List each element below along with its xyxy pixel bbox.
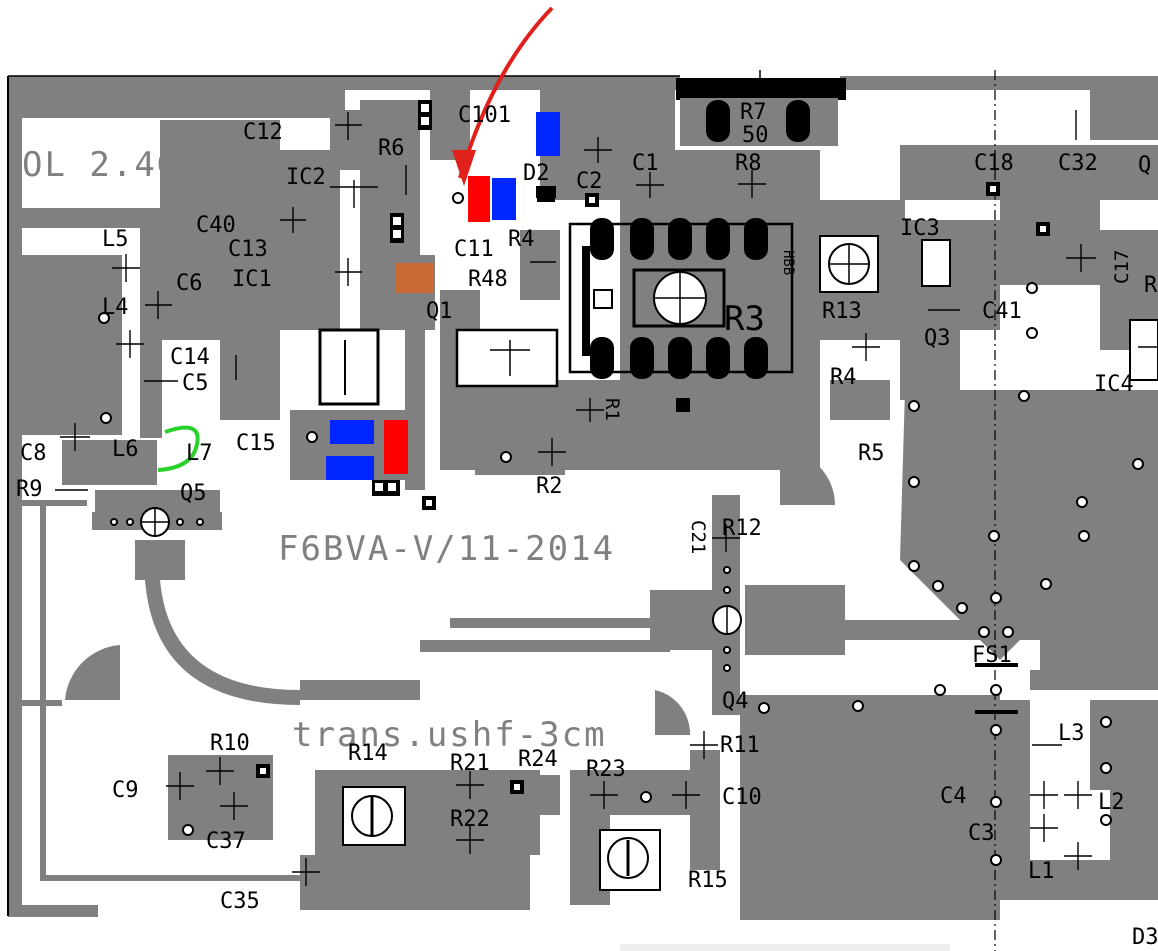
label-l4: L4 <box>102 295 129 320</box>
label-l3: L3 <box>1058 721 1085 746</box>
vias <box>98 192 1144 866</box>
blue-marker-c15-top <box>330 420 374 444</box>
label-r7: R7 <box>740 100 767 125</box>
label-r9: R9 <box>16 477 43 502</box>
blue-marker-c15-bottom <box>326 456 374 480</box>
label-r21: R21 <box>450 751 490 776</box>
label-c3: C3 <box>968 821 995 846</box>
label-r4-top: R4 <box>508 227 535 252</box>
label-q4: Q4 <box>722 689 749 714</box>
label-r7-value: 50 <box>742 123 769 148</box>
label-r22: R22 <box>450 807 490 832</box>
label-c18: C18 <box>974 151 1014 176</box>
label-r3: R3 <box>724 299 765 339</box>
label-ic3: IC3 <box>900 216 940 241</box>
brown-marker-q1 <box>396 263 434 293</box>
label-r48: R48 <box>468 267 508 292</box>
label-r4: R4 <box>830 365 857 390</box>
board-author-date: F6BVA-V/11-2014 <box>278 529 615 569</box>
capacitor-marks <box>55 110 1158 886</box>
label-l5: L5 <box>102 227 129 252</box>
label-r13: R13 <box>822 299 862 324</box>
red-marker-c11 <box>468 176 490 222</box>
board-subtitle: trans.ushf-3cm <box>292 715 607 755</box>
label-c4: C4 <box>940 784 967 809</box>
label-r1: R1 <box>601 398 623 421</box>
designators: C12 R6 C101 R7 50 IC2 D2 C2 C1 R8 C18 C3… <box>16 100 1158 950</box>
label-d2: D2 <box>523 161 550 186</box>
label-r8: R8 <box>735 151 762 176</box>
board-title: OL 2.4GHz <box>22 145 224 185</box>
label-c37: C37 <box>206 829 246 854</box>
label-ic4: IC4 <box>1094 372 1134 397</box>
label-r14: R14 <box>348 741 388 766</box>
label-fs1: FS1 <box>972 643 1012 668</box>
label-c1: C1 <box>632 151 659 176</box>
label-ic2: IC2 <box>286 165 326 190</box>
label-c21: C21 <box>687 520 709 554</box>
label-r15: R15 <box>688 868 728 893</box>
label-c6: C6 <box>176 271 203 296</box>
label-c35: C35 <box>220 889 260 914</box>
label-c15: C15 <box>236 431 276 456</box>
label-c10: C10 <box>722 785 762 810</box>
label-r24: R24 <box>518 747 558 772</box>
label-c101: C101 <box>458 103 511 128</box>
silkscreen-layer <box>7 70 1158 951</box>
label-hbb: HBB <box>780 250 796 275</box>
red-arrow-head <box>452 150 476 186</box>
label-c14: C14 <box>170 345 210 370</box>
blue-marker-d2 <box>492 178 516 220</box>
label-c8: C8 <box>20 441 47 466</box>
label-ic1: IC1 <box>232 267 272 292</box>
label-l6: L6 <box>112 437 139 462</box>
label-c40: C40 <box>196 213 236 238</box>
label-q3: Q3 <box>924 326 951 351</box>
label-l7: L7 <box>186 441 213 466</box>
label-c17: C17 <box>1111 250 1133 284</box>
label-l1: L1 <box>1028 859 1055 884</box>
blue-marker-c101 <box>536 112 560 156</box>
relay-pads <box>590 218 768 379</box>
label-q-cut: Q <box>1138 153 1151 178</box>
label-c32: C32 <box>1058 151 1098 176</box>
label-c5: C5 <box>182 371 209 396</box>
label-r10: R10 <box>210 731 250 756</box>
label-r12: R12 <box>722 516 762 541</box>
label-c41: C41 <box>982 299 1022 324</box>
label-c2: C2 <box>576 169 603 194</box>
label-c12: C12 <box>243 120 283 145</box>
label-l2: L2 <box>1098 790 1125 815</box>
label-r2: R2 <box>536 474 563 499</box>
label-q1: Q1 <box>426 299 453 324</box>
label-r6: R6 <box>378 136 405 161</box>
red-marker-c15 <box>384 420 408 474</box>
label-c11: C11 <box>454 237 494 262</box>
green-wire-l7 <box>157 425 200 472</box>
label-c9: C9 <box>112 778 139 803</box>
highlights <box>157 6 560 480</box>
label-r11: R11 <box>720 733 760 758</box>
square-pads <box>256 100 1050 794</box>
label-r23: R23 <box>586 757 626 782</box>
label-r-cut: R <box>1144 273 1158 298</box>
copper-layer <box>8 76 1158 920</box>
label-q5: Q5 <box>180 481 207 506</box>
label-r5: R5 <box>858 441 885 466</box>
label-d3: D3 <box>1132 925 1158 950</box>
label-c13: C13 <box>228 237 268 262</box>
